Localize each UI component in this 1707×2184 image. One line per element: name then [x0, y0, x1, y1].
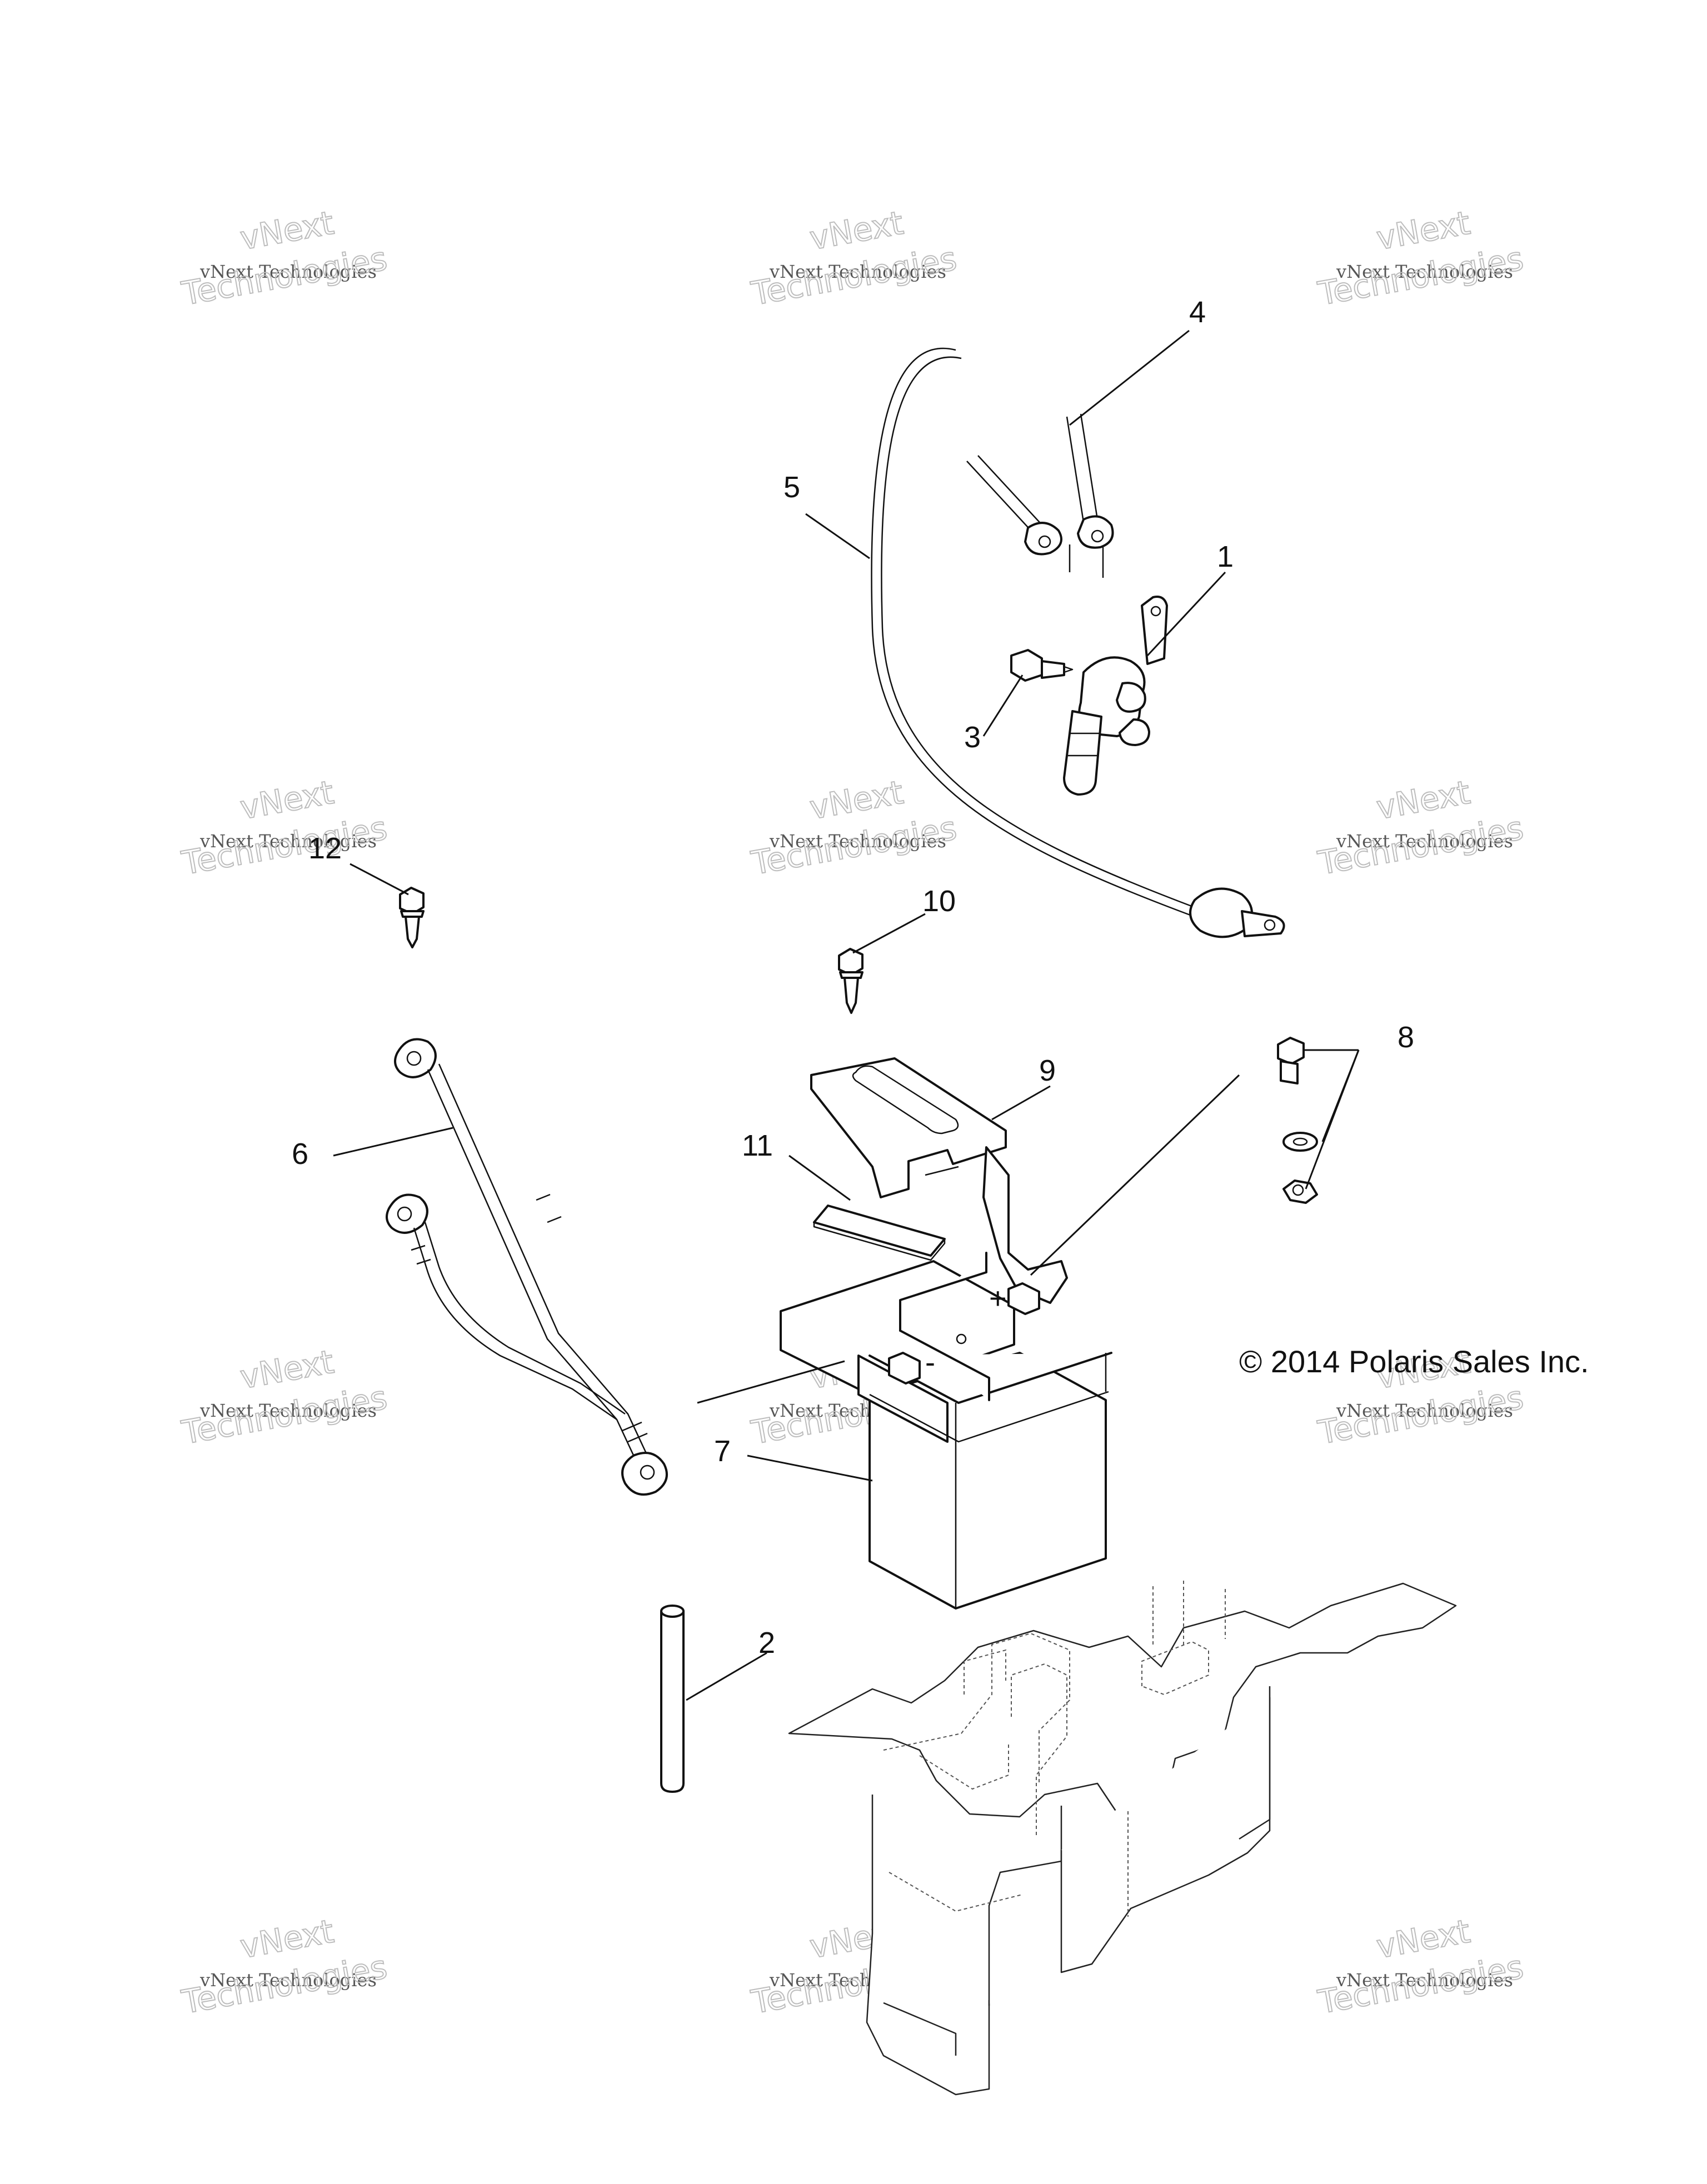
svg-text:vNext: vNext: [807, 204, 906, 257]
callout-10: 10: [922, 884, 956, 918]
svg-text:vNext Technologies: vNext Technologies: [1336, 1970, 1513, 1991]
svg-text:vNext: vNext: [1374, 773, 1473, 827]
watermark-mid-center: vNext vNext Technologies Technologies: [748, 773, 960, 883]
callout-numbers: 1 2 3 4 5 6 7 8 9 10 11 12: [292, 296, 1414, 1660]
callout-1: 1: [1217, 540, 1234, 573]
svg-text:Technologies: Technologies: [1315, 809, 1526, 882]
svg-text:vNext: vNext: [237, 1343, 337, 1396]
svg-text:vNext: vNext: [1374, 1912, 1473, 1966]
battery-tray: [788, 1581, 1457, 2096]
part-11-pad: [813, 1205, 946, 1261]
watermark-top-right: vNext vNext Technologies Technologies: [1315, 203, 1527, 313]
copyright-notice: © 2014 Polaris Sales Inc.: [1239, 1344, 1589, 1379]
battery-minus-mark: -: [925, 1346, 935, 1379]
part-3-bolt: [1010, 649, 1074, 682]
svg-text:Technologies: Technologies: [748, 809, 960, 882]
battery-plus-mark: +: [989, 1282, 1007, 1315]
svg-text:vNext Technologies: vNext Technologies: [199, 1400, 377, 1421]
svg-text:vNext Technologies: vNext Technologies: [1336, 1400, 1513, 1421]
leader-lines: [333, 329, 1360, 1701]
svg-text:Technologies: Technologies: [179, 239, 390, 313]
svg-text:vNext Technologies: vNext Technologies: [1336, 831, 1513, 852]
part-7-battery: + -: [780, 1252, 1112, 1610]
watermark-low-left: vNext vNext Technologies Technologies: [178, 1342, 391, 1452]
svg-text:Technologies: Technologies: [179, 1948, 390, 2021]
svg-text:Technologies: Technologies: [179, 1378, 390, 1452]
watermark-bottom-right: vNext vNext Technologies Technologies: [1315, 1912, 1527, 2022]
part-9-hold-down-bracket: [810, 1057, 1068, 1304]
callout-11: 11: [742, 1129, 773, 1162]
part-12-bolt: [399, 887, 425, 948]
svg-text:vNext: vNext: [807, 773, 906, 827]
svg-text:vNext Technologies: vNext Technologies: [769, 831, 946, 852]
part-1-solenoid: [1063, 596, 1168, 796]
svg-text:Technologies: Technologies: [1315, 1378, 1526, 1452]
watermark-top-center: vNext vNext Technologies Technologies: [748, 203, 960, 313]
callout-9: 9: [1039, 1054, 1056, 1087]
callout-12: 12: [308, 832, 342, 865]
part-10-bolt: [838, 948, 864, 1014]
callout-8: 8: [1397, 1021, 1414, 1054]
watermark-mid-right: vNext vNext Technologies Technologies: [1315, 773, 1527, 883]
svg-text:vNext: vNext: [237, 204, 337, 257]
part-5-battery-cable: [871, 347, 1285, 938]
svg-text:Technologies: Technologies: [1315, 239, 1526, 313]
callout-4: 4: [1189, 296, 1206, 329]
svg-text:vNext Technologies: vNext Technologies: [199, 261, 377, 282]
callout-5: 5: [783, 471, 800, 504]
part-8-hardware: [1277, 1037, 1318, 1204]
callout-6: 6: [292, 1137, 308, 1171]
svg-text:vNext Technologies: vNext Technologies: [199, 1970, 377, 1991]
svg-text:vNext Technologies: vNext Technologies: [769, 261, 946, 282]
part-6-cable-harness: [386, 1038, 668, 1496]
svg-text:Technologies: Technologies: [748, 239, 960, 313]
callout-3: 3: [964, 721, 981, 754]
part-2-tube: [660, 1605, 685, 1793]
svg-text:vNext Technologies: vNext Technologies: [1336, 261, 1513, 282]
callout-7: 7: [714, 1435, 731, 1468]
part-4-cable-terminals: [966, 413, 1114, 578]
watermark-bottom-left: vNext vNext Technologies Technologies: [178, 1912, 391, 2022]
svg-text:Technologies: Technologies: [1315, 1948, 1526, 2021]
watermark-top-left: vNext vNext Technologies Technologies: [178, 203, 391, 313]
svg-text:vNext: vNext: [237, 773, 337, 827]
callout-2: 2: [758, 1626, 775, 1660]
svg-text:Technologies: Technologies: [179, 809, 390, 882]
svg-text:vNext: vNext: [237, 1912, 337, 1966]
svg-text:vNext Technologies: vNext Technologies: [199, 831, 377, 852]
svg-text:vNext: vNext: [1374, 204, 1473, 257]
